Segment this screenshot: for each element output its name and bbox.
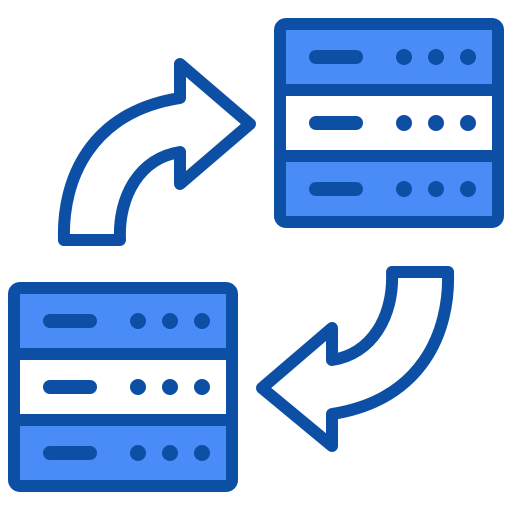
server-status-light [194,313,210,329]
arrow-right-icon [57,58,256,246]
server-status-light [194,445,210,461]
server-status-light [396,49,412,65]
server-status-light [130,445,146,461]
server-status-light [396,181,412,197]
server-status-light [460,181,476,197]
server-status-light [428,181,444,197]
curved-arrow-right-icon [57,58,256,246]
server-status-light [130,313,146,329]
server-top-right [274,18,504,228]
server-status-light [130,379,146,395]
server-status-light [162,379,178,395]
server-status-light [162,445,178,461]
server-status-light [396,115,412,131]
server-status-light [194,379,210,395]
server-status-light [162,313,178,329]
server-status-light [428,49,444,65]
server-bottom-left [8,282,238,492]
server-status-light [428,115,444,131]
curved-arrow-left-icon [256,266,455,452]
server-status-light [460,49,476,65]
arrow-left-icon [256,266,455,452]
server-status-light [460,115,476,131]
